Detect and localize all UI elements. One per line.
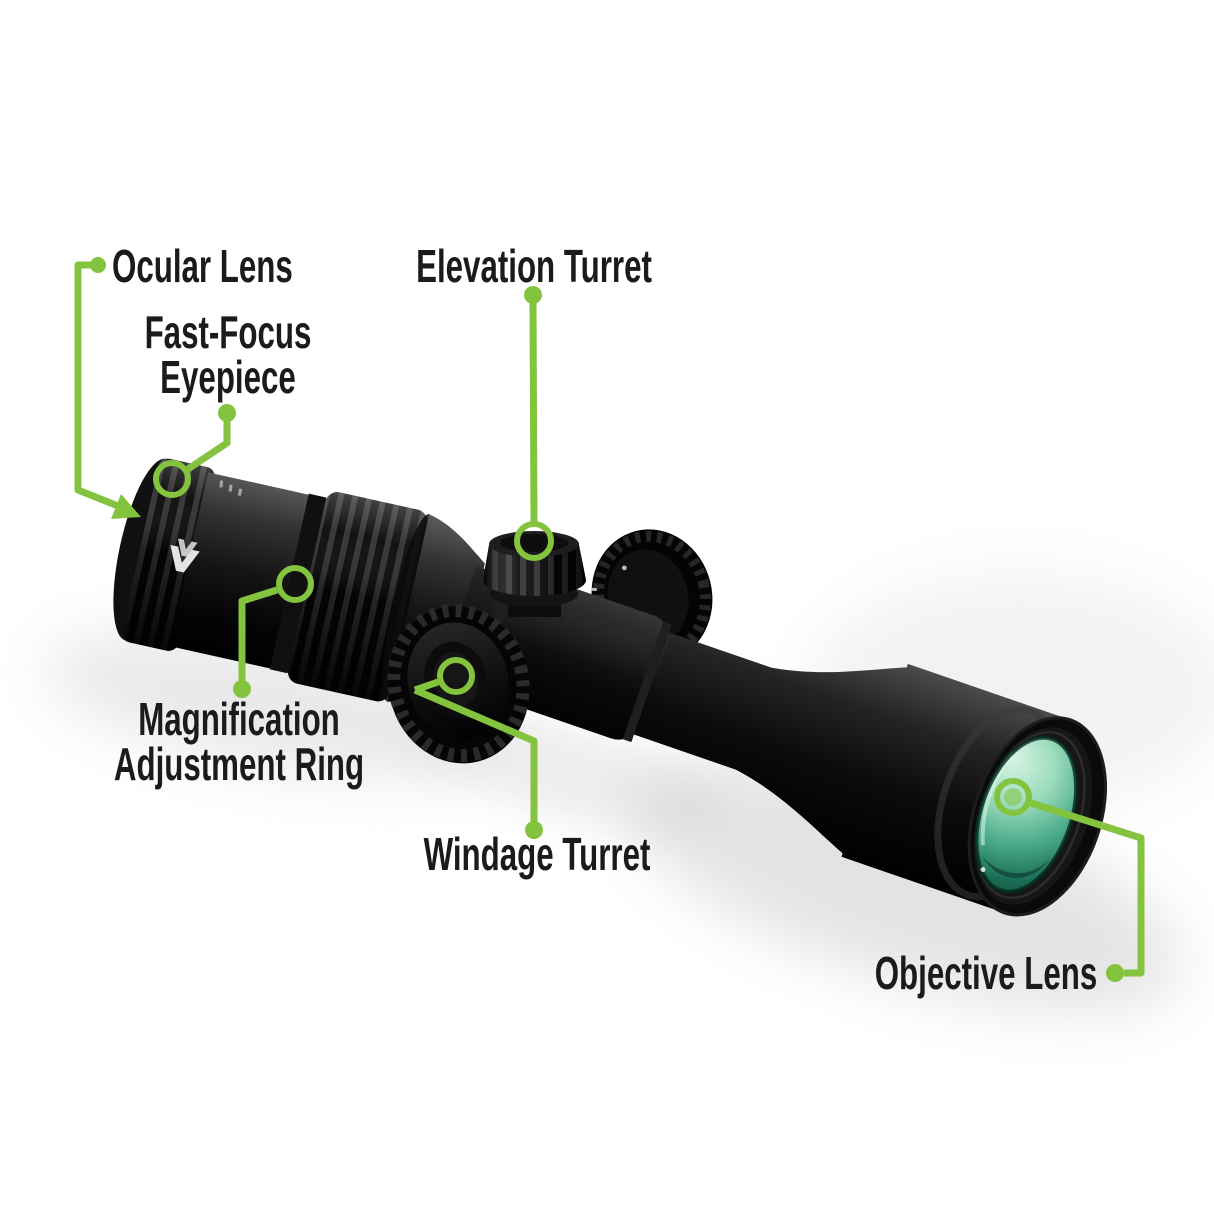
- elevation-turret-callout: [514, 286, 554, 561]
- label-fast-focus-line1: Fast-Focus: [144, 306, 312, 358]
- label-fast-focus-line2: Eyepiece: [160, 351, 296, 403]
- objective-lens-glass: [974, 735, 1079, 894]
- label-windage-turret: Windage Turret: [423, 828, 651, 880]
- magnification-ring-callout: [233, 565, 314, 698]
- vortex-logo-icon: [170, 538, 200, 573]
- callouts: [74, 257, 1145, 982]
- bell-taper: [736, 667, 912, 857]
- objective-lens-callout: [994, 778, 1145, 982]
- label-ocular-lens: Ocular Lens: [112, 240, 293, 292]
- label-magnification-adjustment-ring: Magnification Adjustment Ring: [69, 693, 409, 790]
- eyepiece-housing: [169, 472, 333, 674]
- fast-focus-callout: [153, 404, 236, 498]
- ocular-lens-callout: [74, 257, 141, 519]
- label-magnification-line1: Magnification: [138, 693, 340, 745]
- elevation-turret-knob: [483, 531, 586, 617]
- label-fast-focus-eyepiece: Fast-Focus Eyepiece: [58, 306, 398, 403]
- label-magnification-line2: Adjustment Ring: [113, 738, 365, 790]
- objective-front: [967, 716, 1108, 917]
- label-elevation-turret: Elevation Turret: [416, 240, 652, 292]
- fast-focus-ring: [113, 458, 215, 651]
- label-objective-lens: Objective Lens: [874, 947, 1097, 999]
- windage-turret-callout: [413, 657, 543, 839]
